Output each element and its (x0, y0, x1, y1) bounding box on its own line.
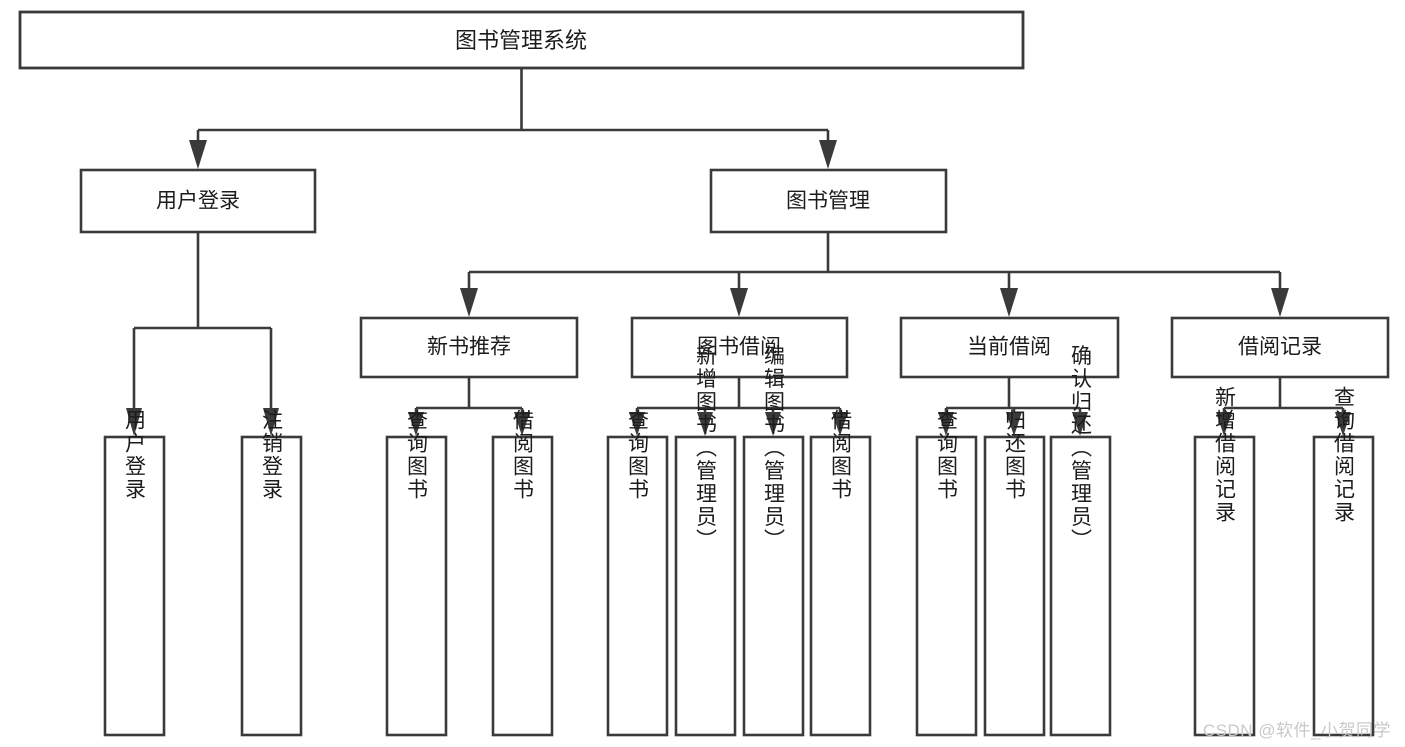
leaf-current-borrow-2-label: 归还图书 (1003, 409, 1027, 501)
leaf-book-borrow-2-box[interactable] (674, 435, 737, 737)
node-root-label: 图书管理系统 (455, 28, 587, 53)
node-root-box[interactable] (18, 10, 1025, 70)
leaf-current-borrow-2[interactable]: 归还图书 (983, 409, 1046, 737)
arrowhead-leaf-bookborrow-4 (832, 412, 848, 436)
leaf-user-login-2-label: 注销登录 (260, 409, 284, 501)
leaf-new-book-recommend-2-box[interactable] (491, 435, 554, 737)
arrowhead-leaf-newbook-1 (408, 412, 424, 436)
leaf-user-login-1-label: 用户登录 (123, 409, 147, 501)
leaf-book-borrow-3-label: 编辑图书（管理员） (762, 345, 786, 552)
node-current-borrow-box[interactable] (899, 316, 1120, 379)
leaf-new-book-recommend-1-box[interactable] (385, 435, 448, 737)
arrowhead-leaf-bookborrow-1 (629, 412, 645, 436)
arrowhead-leaf-user-login-1 (126, 408, 142, 436)
leaf-book-borrow-3[interactable]: 编辑图书（管理员） (742, 345, 805, 737)
leaf-current-borrow-3[interactable]: 确认归还（管理员） (1049, 345, 1112, 737)
leaf-current-borrow-3-label: 确认归还（管理员） (1069, 345, 1093, 552)
leaf-book-borrow-3-box[interactable] (742, 435, 805, 737)
leaf-user-login-1-box[interactable] (103, 435, 166, 737)
leaf-borrow-record-2-box[interactable] (1312, 435, 1375, 737)
arrowhead-leaf-borrowrecord-1 (1216, 412, 1232, 436)
node-book-borrow-label: 图书借阅 (697, 336, 781, 359)
node-book-management-label: 图书管理 (786, 190, 870, 213)
arrowhead-leaf-borrowrecord-2 (1335, 412, 1351, 436)
leaf-current-borrow-1-label: 查询图书 (935, 409, 959, 501)
arrowhead-leaf-currentborrow-1 (938, 412, 954, 436)
leaf-book-borrow-2-label: 新增图书（管理员） (694, 345, 718, 552)
leaf-new-book-recommend-2[interactable]: 借阅图书 (491, 409, 554, 737)
arrowhead-leaf-currentborrow-3 (1072, 412, 1088, 436)
leaf-book-borrow-4-box[interactable] (809, 435, 872, 737)
node-root[interactable]: 图书管理系统 (18, 10, 1025, 70)
leaf-new-book-recommend-1[interactable]: 查询图书 (385, 409, 448, 737)
node-user-login-box[interactable] (79, 168, 317, 234)
leaf-borrow-record-2[interactable]: 查询借阅记录 (1312, 386, 1375, 737)
arrowhead-leaf-bookborrow-2 (697, 412, 713, 436)
arrowhead-book-mgmt (819, 140, 837, 169)
leaf-book-borrow-1-label: 查询图书 (626, 409, 650, 501)
leaf-borrow-record-1-box[interactable] (1193, 435, 1256, 737)
arrowhead-user-login (189, 140, 207, 169)
arrowhead-borrow-record (1271, 288, 1289, 317)
arrowhead-leaf-newbook-2 (514, 412, 530, 436)
leaf-current-borrow-2-box[interactable] (983, 435, 1046, 737)
node-new-book-recommend-label: 新书推荐 (427, 336, 511, 359)
leaf-current-borrow-1-box[interactable] (915, 435, 978, 737)
leaf-book-borrow-2[interactable]: 新增图书（管理员） (674, 345, 737, 737)
arrowhead-leaf-user-login-2 (263, 408, 279, 436)
arrowhead-book-borrow (730, 288, 748, 317)
arrowhead-leaf-bookborrow-3 (765, 412, 781, 436)
node-book-management-box[interactable] (709, 168, 948, 234)
leaf-book-borrow-4-label: 借阅图书 (829, 409, 853, 501)
leaf-user-login-2-box[interactable] (240, 435, 303, 737)
node-book-borrow[interactable]: 图书借阅 (630, 316, 849, 379)
node-borrow-record-label: 借阅记录 (1238, 336, 1322, 359)
arrowhead-leaf-currentborrow-2 (1006, 412, 1022, 436)
node-book-borrow-box[interactable] (630, 316, 849, 379)
leaf-current-borrow-1[interactable]: 查询图书 (915, 409, 978, 737)
leaf-new-book-recommend-1-label: 查询图书 (405, 409, 429, 501)
node-user-login-label: 用户登录 (156, 190, 240, 213)
node-user-login[interactable]: 用户登录 (79, 168, 317, 234)
leaf-borrow-record-1-label: 新增借阅记录 (1213, 386, 1237, 524)
leaf-new-book-recommend-2-label: 借阅图书 (511, 409, 535, 501)
node-current-borrow[interactable]: 当前借阅 (899, 316, 1120, 379)
csdn-watermark: CSDN @软件_小贺同学 (1202, 721, 1391, 740)
node-book-management[interactable]: 图书管理 (709, 168, 948, 234)
leaf-book-borrow-1[interactable]: 查询图书 (606, 409, 669, 737)
leaf-borrow-record-1[interactable]: 新增借阅记录 (1193, 386, 1256, 737)
leaf-user-login-1[interactable]: 用户登录 (103, 409, 166, 737)
leaf-book-borrow-4[interactable]: 借阅图书 (809, 409, 872, 737)
leaf-book-borrow-1-box[interactable] (606, 435, 669, 737)
leaf-current-borrow-3-box[interactable] (1049, 435, 1112, 737)
arrowhead-new-book-recommend (460, 288, 478, 317)
connector-group (126, 68, 1351, 436)
arrowhead-current-borrow (1000, 288, 1018, 317)
node-current-borrow-label: 当前借阅 (967, 336, 1051, 359)
leaf-user-login-2[interactable]: 注销登录 (240, 409, 303, 737)
node-borrow-record[interactable]: 借阅记录 (1170, 316, 1390, 379)
leaf-borrow-record-2-label: 查询借阅记录 (1332, 386, 1356, 524)
node-borrow-record-box[interactable] (1170, 316, 1390, 379)
node-new-book-recommend[interactable]: 新书推荐 (359, 316, 579, 379)
node-new-book-recommend-box[interactable] (359, 316, 579, 379)
